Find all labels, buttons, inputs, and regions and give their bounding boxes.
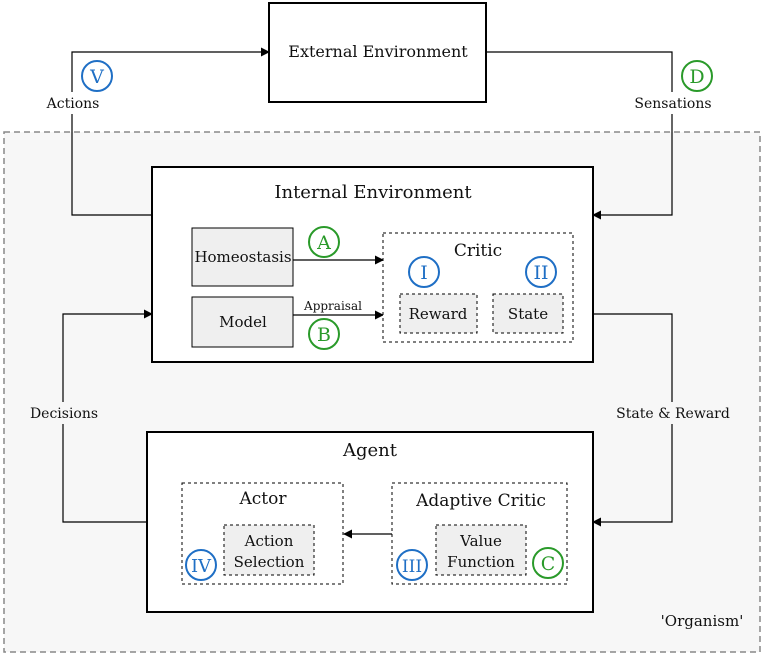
critic-label: Critic xyxy=(454,241,502,261)
svg-text:A: A xyxy=(316,232,331,254)
marker-d: D xyxy=(681,60,713,92)
marker-a: A xyxy=(308,226,340,258)
external-environment-box xyxy=(268,2,487,103)
sensations-label: Sensations xyxy=(634,96,711,112)
decisions-label: Decisions xyxy=(30,406,98,422)
state-label: State xyxy=(508,305,548,323)
action-selection-box xyxy=(223,524,315,576)
model-label: Model xyxy=(219,313,267,331)
marker-v: V xyxy=(81,60,113,92)
actions-arrow xyxy=(71,47,270,216)
svg-text:III: III xyxy=(402,557,422,577)
marker-ii: II xyxy=(525,256,557,288)
external-environment-label: External Environment xyxy=(288,42,468,61)
state-box xyxy=(492,293,564,334)
value-function-label-line2: Function xyxy=(447,553,515,571)
action-selection-label-line1: Action xyxy=(244,532,294,550)
svg-text:D: D xyxy=(689,66,704,88)
homeostasis-label: Homeostasis xyxy=(194,248,291,266)
svg-text:IV: IV xyxy=(191,556,212,577)
svg-text:I: I xyxy=(420,262,428,284)
marker-iv: IV xyxy=(185,549,217,581)
value-function-label-line1: Value xyxy=(459,532,502,550)
sensations-label-bg xyxy=(632,92,714,114)
svg-text:V: V xyxy=(89,66,104,88)
decisions-label-bg xyxy=(25,402,102,424)
sensations-arrow xyxy=(486,51,673,220)
appraisal-label: Appraisal xyxy=(303,299,362,313)
actor-label: Actor xyxy=(239,489,288,509)
marker-iii: III xyxy=(396,549,428,581)
state-reward-label: State & Reward xyxy=(616,406,730,422)
agent-label: Agent xyxy=(342,440,398,461)
internal-environment-label: Internal Environment xyxy=(274,182,472,203)
organism-label: 'Organism' xyxy=(661,612,744,630)
reward-label: Reward xyxy=(409,305,468,323)
actions-label-bg xyxy=(40,92,106,114)
marker-c: C xyxy=(532,547,564,579)
model-box xyxy=(191,296,294,348)
marker-i: I xyxy=(408,256,440,288)
svg-text:C: C xyxy=(541,553,556,575)
value-function-box xyxy=(435,524,527,576)
adaptive-critic-label: Adaptive Critic xyxy=(415,491,546,511)
action-selection-label-line2: Selection xyxy=(234,553,305,571)
actions-label: Actions xyxy=(46,96,100,112)
svg-text:B: B xyxy=(317,324,331,346)
reward-box xyxy=(399,293,478,334)
state-reward-label-bg xyxy=(612,402,734,424)
svg-text:II: II xyxy=(533,262,548,284)
homeostasis-box xyxy=(191,227,294,287)
marker-b: B xyxy=(308,318,340,350)
